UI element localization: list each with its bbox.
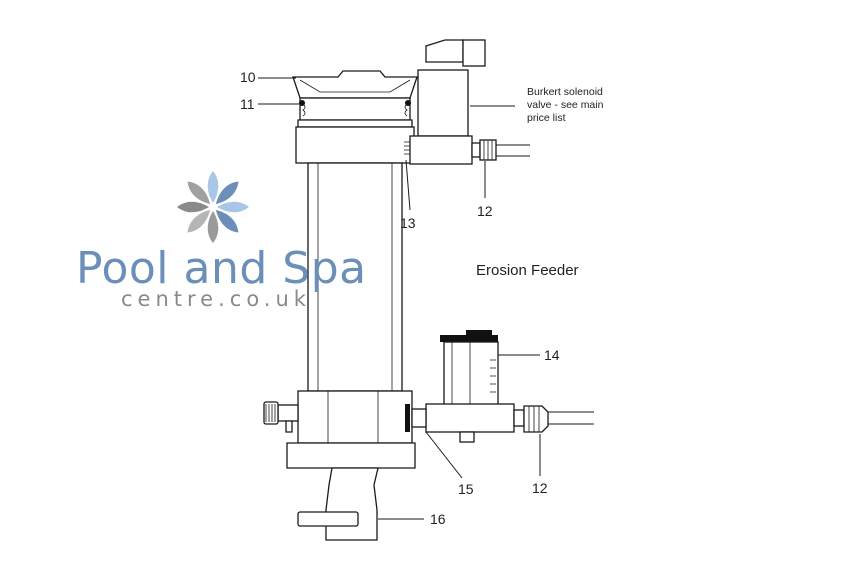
callout-12-bottom: 12 xyxy=(532,480,548,496)
solenoid-note-line-3: price list xyxy=(527,112,566,124)
callout-11: 11 xyxy=(240,96,255,112)
solenoid-note-line-2: valve - see main xyxy=(527,99,604,111)
water-drop-swirl-icon xyxy=(177,171,249,243)
logo-name: Pool and Spa xyxy=(76,243,367,294)
feeder-body xyxy=(263,70,418,541)
solenoid-note-line-1: Burkert solenoid xyxy=(527,86,603,98)
pool-and-spa-logo: Pool and Spa centre.co.uk xyxy=(76,171,367,311)
dosing-chamber xyxy=(405,330,594,443)
callout-12-top: 12 xyxy=(477,203,493,219)
callout-leaders xyxy=(258,77,541,520)
callout-16: 16 xyxy=(430,511,446,527)
logo-domain: centre.co.uk xyxy=(121,287,311,311)
callout-15: 15 xyxy=(458,481,474,497)
callout-13: 13 xyxy=(400,215,416,231)
solenoid-valve xyxy=(404,39,530,165)
diagram-title: Erosion Feeder xyxy=(476,262,579,279)
callout-14: 14 xyxy=(544,347,560,363)
callout-10: 10 xyxy=(240,69,256,85)
